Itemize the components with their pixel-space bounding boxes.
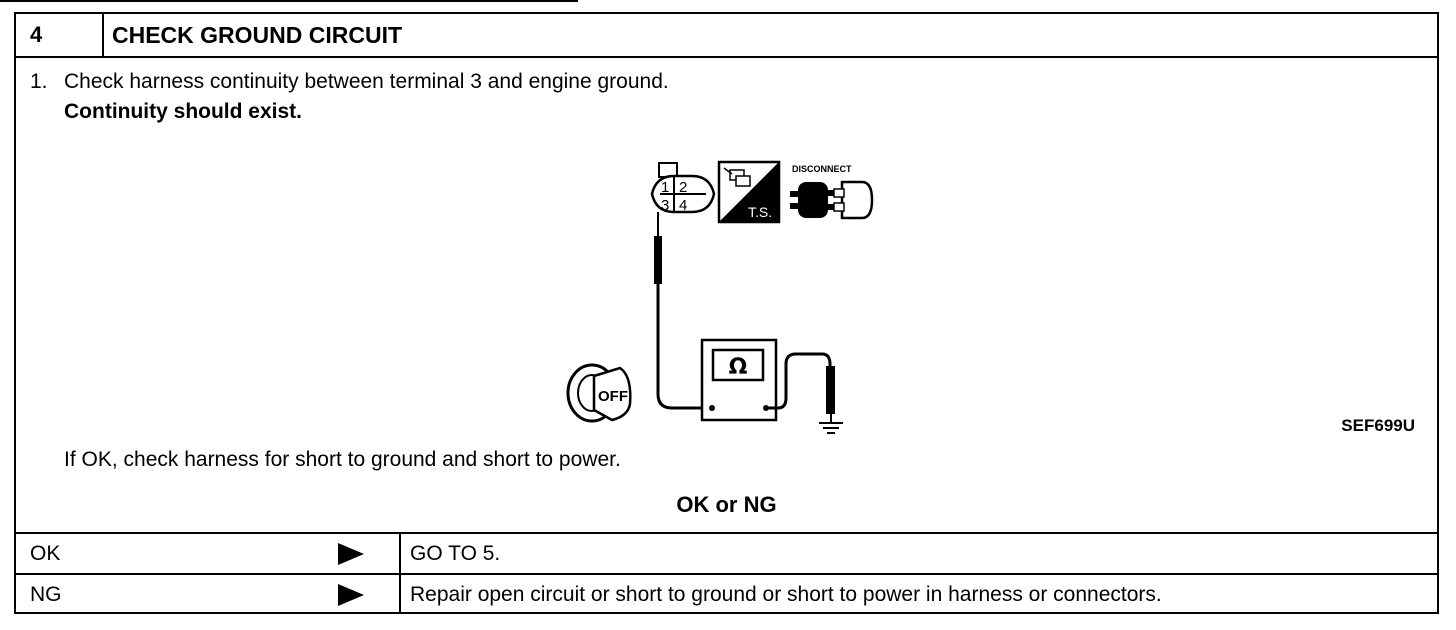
- ignition-key-icon: OFF: [566, 363, 632, 423]
- step-header: 4 CHECK GROUND CIRCUIT: [16, 14, 1437, 58]
- column-divider: [399, 575, 401, 614]
- instruction-text: Check harness continuity between termina…: [64, 70, 669, 93]
- ts-icon: T.S.: [717, 160, 781, 224]
- result-label: NG: [30, 583, 62, 606]
- disconnect-icon: DISCONNECT: [790, 164, 874, 220]
- probe-lead: [654, 212, 712, 410]
- pin-label: 3: [661, 197, 669, 214]
- step-number: 4: [16, 14, 104, 56]
- ground-icon: [819, 422, 843, 434]
- continuity-test-diagram: 1 2 3 4 T.S. DISCONNECT: [566, 160, 874, 434]
- arrow-right-icon: [338, 543, 364, 565]
- pin-label: 1: [661, 179, 669, 196]
- top-rule: [0, 0, 578, 2]
- ts-label: T.S.: [748, 204, 772, 220]
- pin-label: 2: [679, 179, 687, 196]
- instruction-number: 1.: [30, 70, 48, 93]
- pin-label: 4: [679, 197, 687, 214]
- result-action: Repair open circuit or short to ground o…: [410, 583, 1162, 606]
- figure-reference: SEF699U: [1341, 416, 1415, 435]
- step-body: 1. Check harness continuity between termi…: [16, 58, 1437, 534]
- disconnect-label: DISCONNECT: [792, 164, 852, 174]
- result-action: GO TO 5.: [410, 542, 501, 565]
- column-divider: [399, 534, 401, 573]
- step-title: CHECK GROUND CIRCUIT: [112, 22, 403, 48]
- result-label: OK: [30, 542, 61, 565]
- followup-instruction: If OK, check harness for short to ground…: [64, 448, 621, 471]
- ohmmeter-icon: Ω: [700, 338, 778, 422]
- procedure-step: 4 CHECK GROUND CIRCUIT 1. Check harness c…: [14, 12, 1439, 614]
- ohm-symbol: Ω: [729, 355, 748, 380]
- instruction-line: 1. Check harness continuity between termi…: [30, 70, 669, 94]
- specification-text: Continuity should exist.: [64, 100, 303, 123]
- key-off-label: OFF: [598, 388, 628, 405]
- result-row-ok: OK GO TO 5.: [16, 532, 1437, 573]
- decision-title: OK or NG: [676, 492, 777, 517]
- result-row-ng: NG Repair open circuit or short to groun…: [16, 573, 1437, 614]
- harness-connector-icon: 1 2 3 4: [650, 162, 716, 214]
- ground-lead: [766, 352, 835, 422]
- arrow-right-icon: [338, 584, 364, 606]
